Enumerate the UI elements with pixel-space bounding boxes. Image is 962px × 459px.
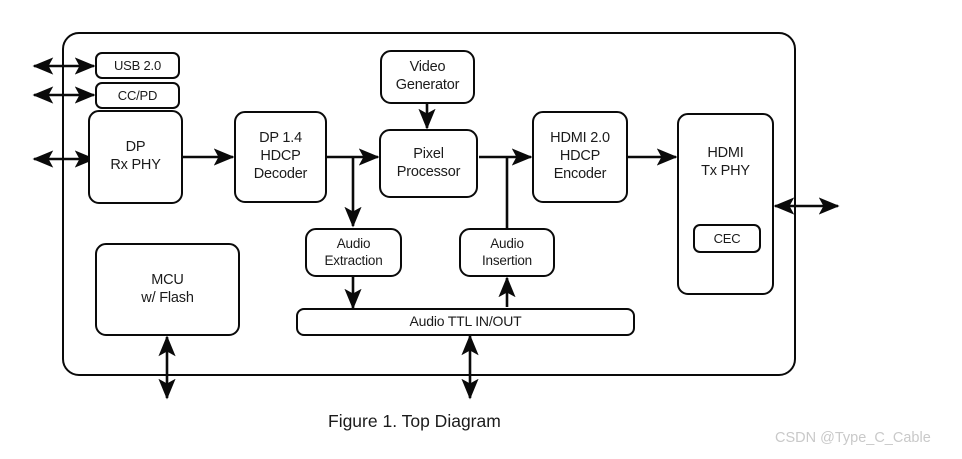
block-usb-2-0[interactable]: USB 2.0 <box>95 52 180 79</box>
block-cc-pd-label: CC/PD <box>117 87 158 103</box>
block-mcu-label-1: MCU <box>151 271 184 288</box>
block-audio-insertion-label-1: Audio <box>490 236 524 252</box>
block-audio-ttl-bus[interactable]: Audio TTL IN/OUT <box>296 308 635 336</box>
block-usb-2-0-label: USB 2.0 <box>113 57 161 73</box>
block-audio-extraction[interactable]: Audio Extraction <box>305 228 402 277</box>
block-video-generator-label-1: Video <box>409 59 446 76</box>
block-pixel-processor-label-2: Processor <box>396 163 461 180</box>
block-dp-1-4-hdcp-decoder[interactable]: DP 1.4 HDCP Decoder <box>234 111 327 203</box>
block-dp-rx-phy-label-1: DP <box>125 139 146 156</box>
block-audio-extraction-label-2: Extraction <box>324 252 383 268</box>
block-dp-rx-phy[interactable]: DP Rx PHY <box>88 110 183 204</box>
block-pixel-processor-label-1: Pixel <box>413 145 444 162</box>
block-mcu-label-2: w/ Flash <box>141 289 194 306</box>
block-cc-pd[interactable]: CC/PD <box>95 82 180 109</box>
block-hdmi-2-0-hdcp-encoder-label-2: HDCP <box>559 148 601 165</box>
block-video-generator-label-2: Generator <box>395 77 460 93</box>
figure-caption: Figure 1. Top Diagram <box>328 411 501 431</box>
block-hdmi-2-0-hdcp-encoder-label-1: HDMI 2.0 <box>550 130 610 147</box>
block-cec[interactable]: CEC <box>693 224 761 253</box>
block-audio-ttl-bus-label: Audio TTL IN/OUT <box>409 313 522 330</box>
block-video-generator[interactable]: Video Generator <box>380 50 475 104</box>
block-hdmi-2-0-hdcp-encoder[interactable]: HDMI 2.0 HDCP Encoder <box>532 111 628 203</box>
block-dp-1-4-hdcp-decoder-label-2: HDCP <box>260 148 301 165</box>
block-dp-1-4-hdcp-decoder-label-3: Decoder <box>253 165 308 182</box>
block-audio-extraction-label-1: Audio <box>336 236 371 252</box>
block-pixel-processor[interactable]: Pixel Processor <box>379 129 478 198</box>
block-hdmi-tx-phy-label-1: HDMI <box>707 145 744 161</box>
block-audio-insertion[interactable]: Audio Insertion <box>459 228 555 277</box>
block-dp-rx-phy-label-2: Rx PHY <box>110 157 161 173</box>
block-cec-label: CEC <box>713 230 741 246</box>
block-dp-1-4-hdcp-decoder-label-1: DP 1.4 <box>259 130 302 147</box>
block-audio-insertion-label-2: Insertion <box>482 252 532 268</box>
watermark: CSDN @Type_C_Cable <box>775 430 931 446</box>
block-mcu-with-flash[interactable]: MCU w/ Flash <box>95 243 240 336</box>
block-hdmi-2-0-hdcp-encoder-label-3: Encoder <box>553 165 607 182</box>
block-hdmi-tx-phy-label-2: Tx PHY <box>701 162 750 179</box>
block-hdmi-tx-phy[interactable]: HDMI Tx PHY CEC <box>677 113 774 295</box>
